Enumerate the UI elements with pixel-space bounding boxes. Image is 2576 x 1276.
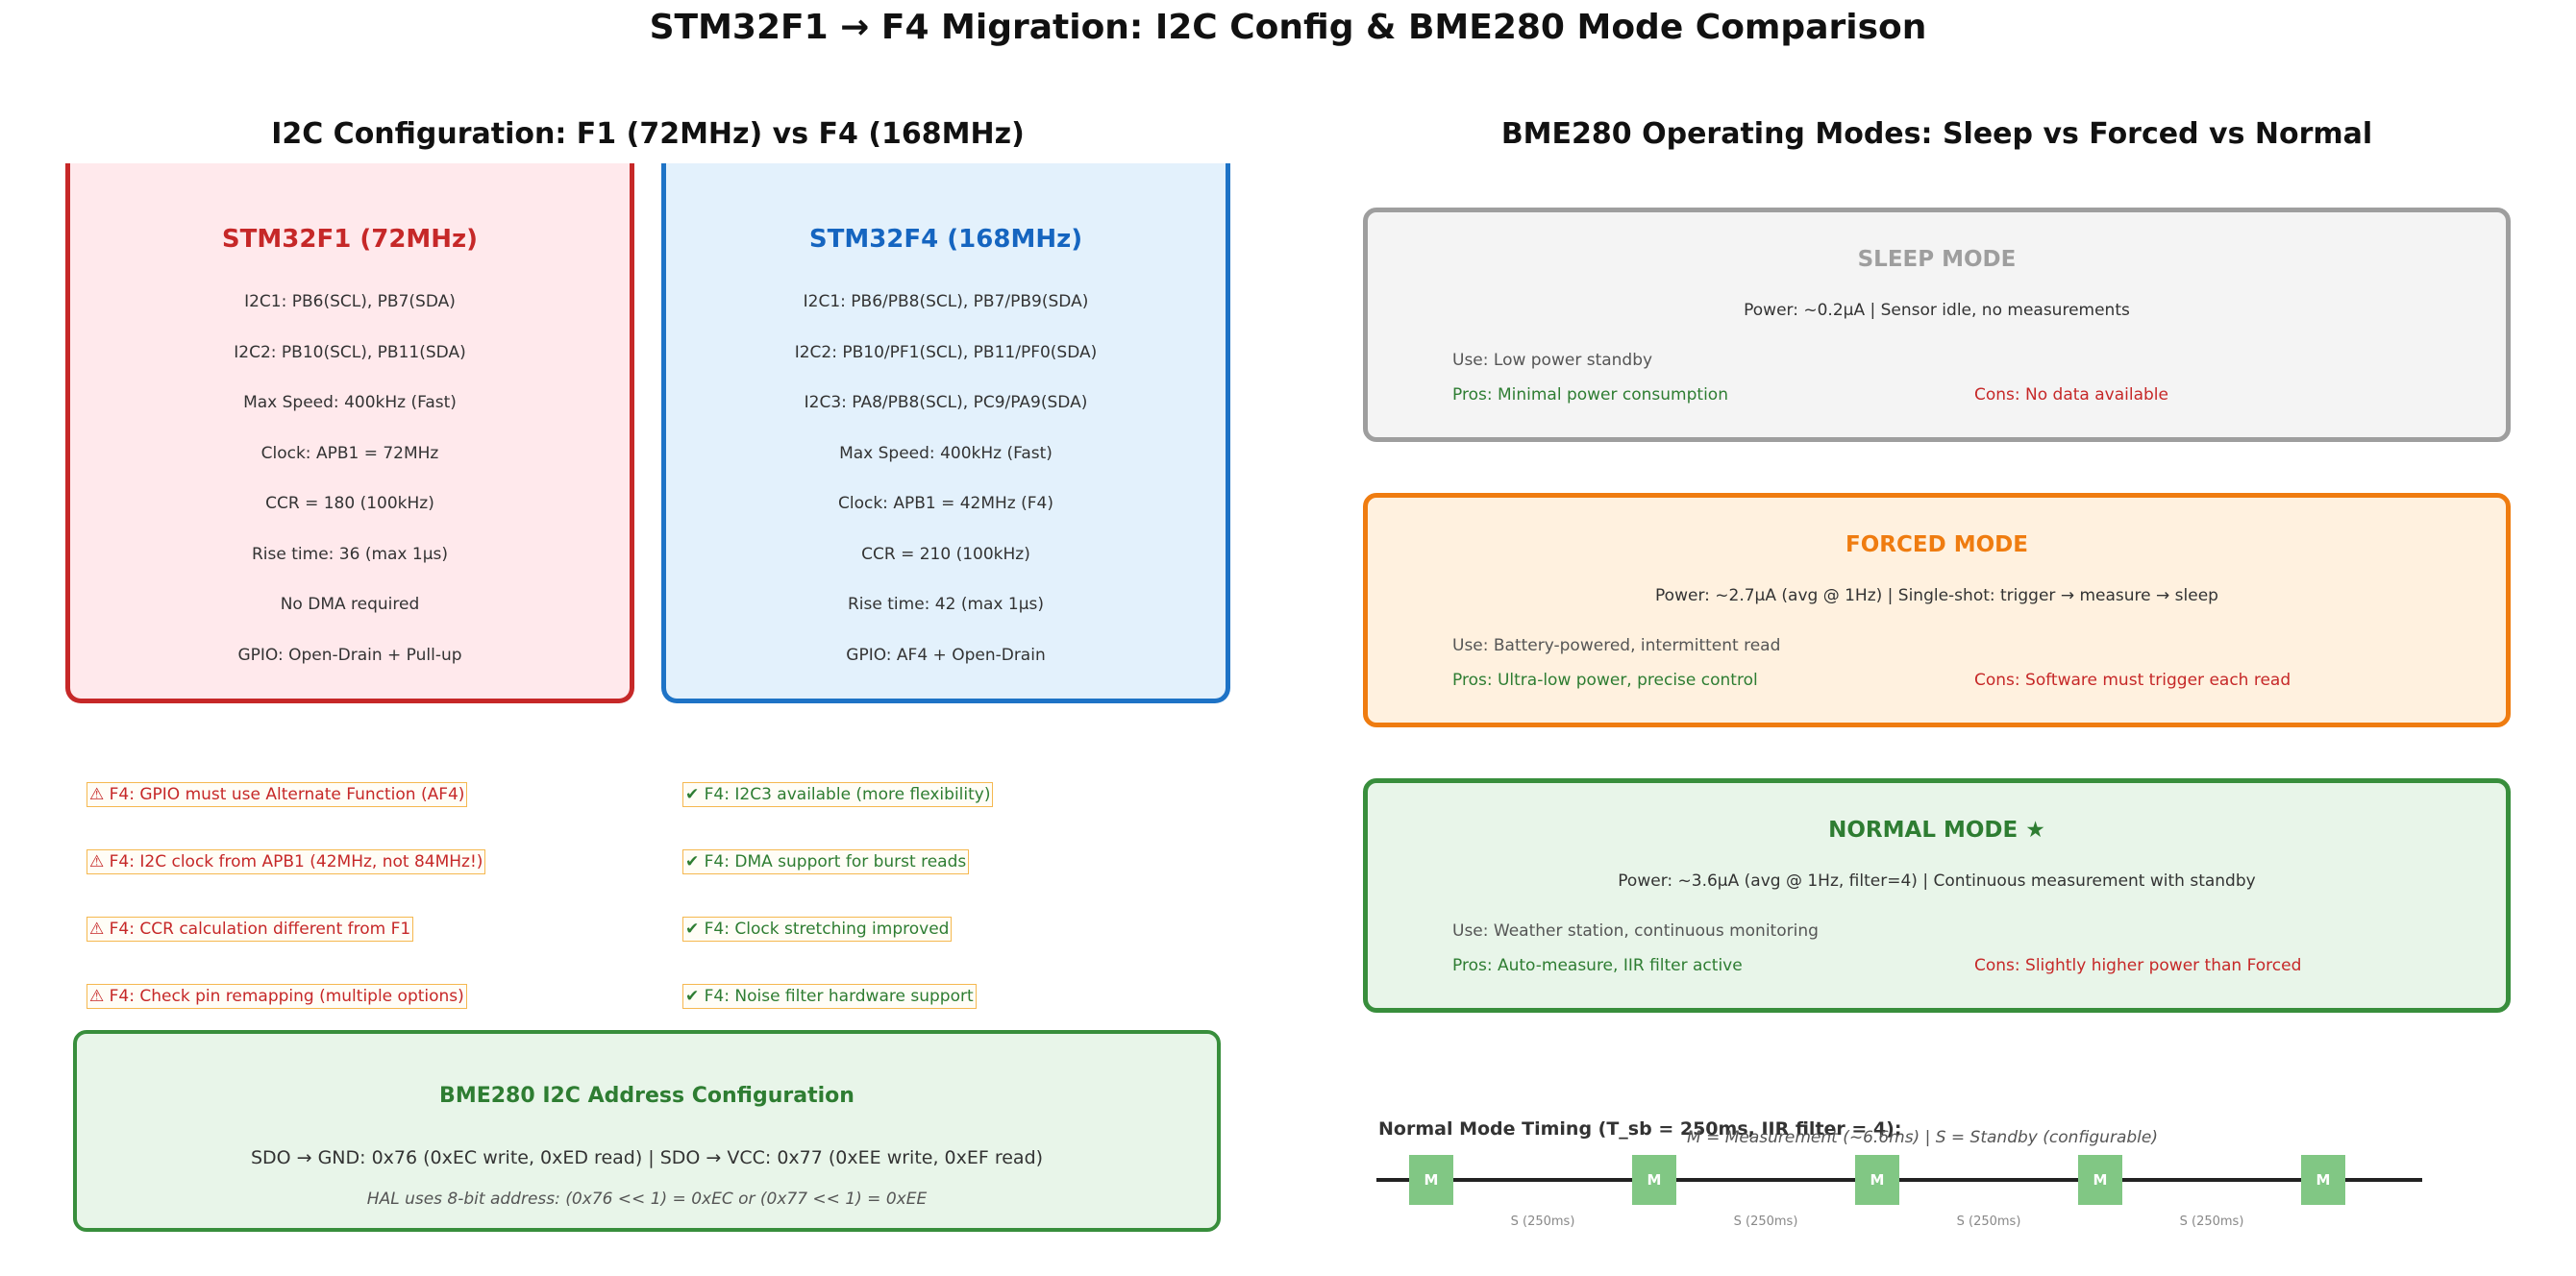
mode-use: Use: Battery-powered, intermittent read [1452, 636, 1781, 655]
address-box: BME280 I2C Address Configuration SDO → G… [73, 1030, 1221, 1232]
benefit-note: ✔ F4: DMA support for burst reads [682, 849, 970, 874]
mode-title: SLEEP MODE [1857, 247, 2017, 272]
f4-spec-item: I2C3: PA8/PB8(SCL), PC9/PA9(SDA) [804, 393, 1088, 412]
standby-label: S (250ms) [1733, 1215, 1798, 1229]
f4-box: STM32F4 (168MHz) I2C1: PB6/PB8(SCL), PB7… [661, 163, 1230, 703]
f1-spec-item: GPIO: Open-Drain + Pull-up [237, 645, 462, 665]
f1-box: STM32F1 (72MHz) I2C1: PB6(SCL), PB7(SDA)… [65, 163, 634, 703]
right-panel-title: BME280 Operating Modes: Sleep vs Forced … [1500, 117, 2373, 151]
standby-label: S (250ms) [2179, 1215, 2244, 1229]
mode-use: Use: Low power standby [1452, 351, 1653, 370]
mode-box-forced: FORCED MODE Power: ~2.7µA (avg @ 1Hz) | S… [1363, 493, 2511, 727]
measurement-block: M [1855, 1155, 1899, 1205]
f1-title: STM32F1 (72MHz) [221, 225, 479, 254]
mode-use: Use: Weather station, continuous monitor… [1452, 921, 1819, 941]
mode-pros: Pros: Ultra-low power, precise control [1452, 671, 1758, 690]
f1-spec-item: Max Speed: 400kHz (Fast) [243, 393, 457, 412]
mode-pros: Pros: Auto-measure, IIR filter active [1452, 956, 1743, 975]
f1-spec-item: Clock: APB1 = 72MHz [260, 443, 439, 463]
mode-power: Power: ~0.2µA | Sensor idle, no measurem… [1744, 301, 2130, 320]
timeline-axis [1376, 1178, 2422, 1182]
mode-pros: Pros: Minimal power consumption [1452, 385, 1728, 405]
mode-power: Power: ~2.7µA (avg @ 1Hz) | Single-shot:… [1655, 586, 2218, 605]
measurement-block: M [1409, 1155, 1453, 1205]
mode-cons: Cons: No data available [1974, 385, 2168, 405]
warning-note: ⚠ F4: GPIO must use Alternate Function (… [87, 782, 468, 807]
address-box-title: BME280 I2C Address Configuration [439, 1084, 855, 1108]
f4-spec-item: Clock: APB1 = 42MHz (F4) [838, 494, 1053, 513]
f1-spec-item: CCR = 180 (100kHz) [265, 494, 434, 513]
benefit-note: ✔ F4: Clock stretching improved [682, 917, 953, 942]
mode-power: Power: ~3.6µA (avg @ 1Hz, filter=4) | Co… [1618, 871, 2256, 891]
measurement-block: M [2301, 1155, 2345, 1205]
mode-cons: Cons: Software must trigger each read [1974, 671, 2291, 690]
f1-spec-item: I2C1: PB6(SCL), PB7(SDA) [244, 292, 456, 311]
f4-spec-item: GPIO: AF4 + Open-Drain [846, 645, 1046, 665]
measurement-block: M [2078, 1155, 2122, 1205]
f4-title: STM32F4 (168MHz) [808, 225, 1083, 254]
warning-note: ⚠ F4: CCR calculation different from F1 [87, 917, 414, 942]
address-box-line: SDO → GND: 0x76 (0xEC write, 0xED read) … [250, 1147, 1044, 1168]
f1-spec-item: I2C2: PB10(SCL), PB11(SDA) [234, 342, 466, 362]
f4-spec-item: CCR = 210 (100kHz) [861, 544, 1030, 564]
standby-label: S (250ms) [1956, 1215, 2021, 1229]
f1-spec-item: No DMA required [280, 595, 420, 614]
mode-title: FORCED MODE [1845, 532, 2028, 557]
mode-box-sleep: SLEEP MODE Power: ~0.2µA | Sensor idle, n… [1363, 208, 2511, 442]
timing-title: Normal Mode Timing (T_sb = 250ms, IIR fi… [1378, 1118, 1902, 1140]
warning-note: ⚠ F4: I2C clock from APB1 (42MHz, not 84… [87, 849, 486, 874]
standby-label: S (250ms) [1510, 1215, 1575, 1229]
timing-legend: M = Measurement (~6.6ms) | S = Standby (… [1687, 1128, 2158, 1147]
mode-title: NORMAL MODE ★ [1828, 818, 2045, 843]
f4-spec-item: I2C1: PB6/PB8(SCL), PB7/PB9(SDA) [803, 292, 1089, 311]
address-box-note: HAL uses 8-bit address: (0x76 << 1) = 0x… [366, 1190, 928, 1209]
measurement-block: M [1632, 1155, 1676, 1205]
main-title: STM32F1 → F4 Migration: I2C Config & BME… [649, 8, 1927, 47]
benefit-note: ✔ F4: I2C3 available (more flexibility) [682, 782, 994, 807]
benefit-note: ✔ F4: Noise filter hardware support [682, 984, 977, 1009]
f4-spec-item: Max Speed: 400kHz (Fast) [839, 443, 1053, 463]
f4-spec-item: I2C2: PB10/PF1(SCL), PB11/PF0(SDA) [794, 342, 1098, 362]
mode-cons: Cons: Slightly higher power than Forced [1974, 956, 2302, 975]
f4-spec-item: Rise time: 42 (max 1µs) [847, 595, 1045, 614]
f1-spec-item: Rise time: 36 (max 1µs) [251, 544, 449, 564]
mode-box-normal: NORMAL MODE ★ Power: ~3.6µA (avg @ 1Hz, f… [1363, 778, 2511, 1013]
left-panel-title: I2C Configuration: F1 (72MHz) vs F4 (168… [271, 117, 1025, 151]
warning-note: ⚠ F4: Check pin remapping (multiple opti… [87, 984, 467, 1009]
